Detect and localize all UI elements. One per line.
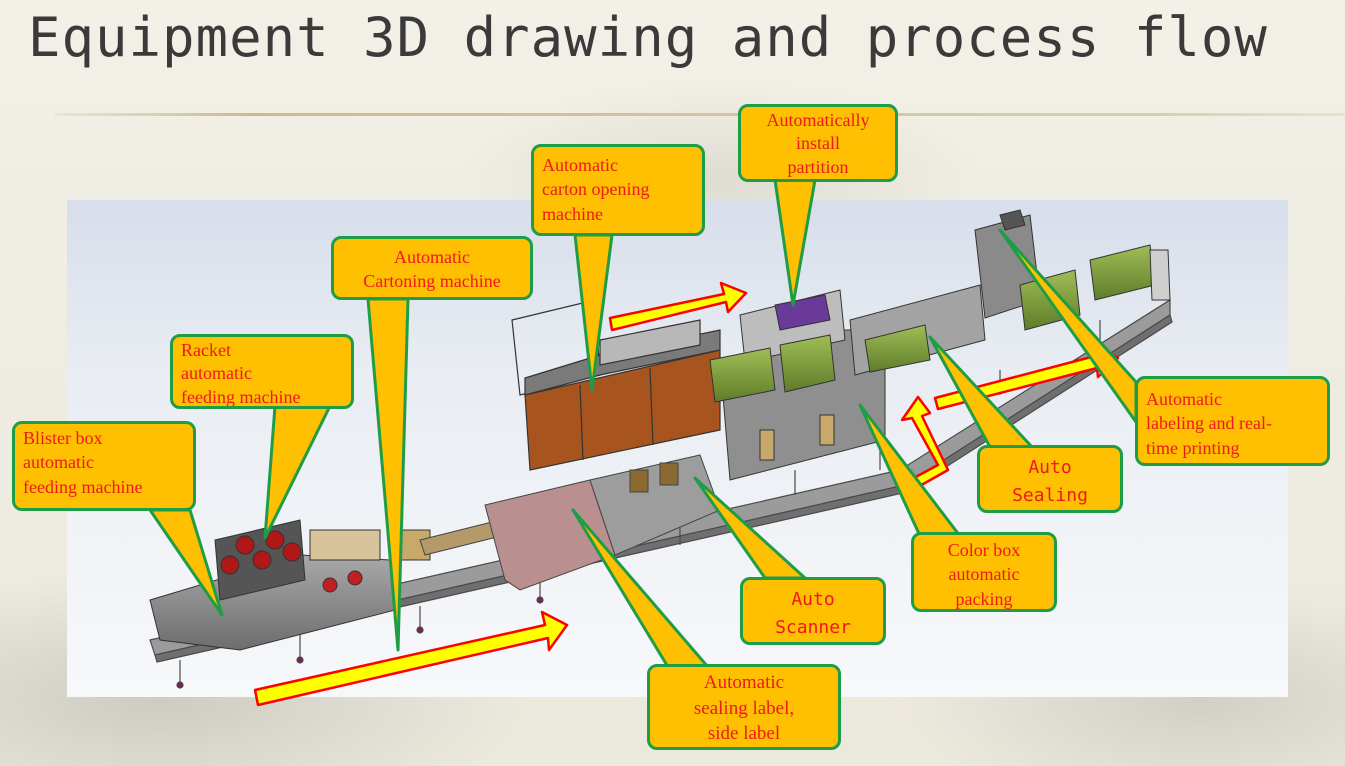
- callout-sealing-label: Automatic sealing label, side label: [647, 664, 841, 750]
- callout-racket-feeding: Racket automatic feeding machine: [170, 334, 354, 409]
- page-title: Equipment 3D drawing and process flow: [28, 6, 1268, 69]
- callout-auto-scanner-text: Auto Scanner: [775, 589, 851, 638]
- callout-labeling-text: Automatic labeling and real- time printi…: [1146, 389, 1272, 458]
- callout-carton-opening: Automatic carton opening machine: [531, 144, 705, 236]
- callout-racket-text: Racket automatic feeding machine: [181, 340, 301, 407]
- flow-arrow-2: [608, 281, 748, 332]
- pointer-partition: [773, 178, 817, 307]
- callout-cartoning-text: Automatic Cartoning machine: [363, 247, 501, 292]
- feeding-station: [149, 519, 431, 651]
- callout-auto-scanner: Auto Scanner: [740, 577, 886, 645]
- sealing-labeling-station: [849, 209, 1171, 376]
- callout-sealing-label-text: Automatic sealing label, side label: [693, 672, 795, 745]
- callout-partition-text: Automatically install partition: [766, 110, 870, 177]
- callout-auto-sealing-text: Auto Sealing: [1012, 457, 1088, 506]
- callout-automatic-cartoning: Automatic Cartoning machine: [331, 236, 533, 300]
- callout-carton-opening-text: Automatic carton opening machine: [542, 155, 650, 224]
- callout-labeling-printing: Automatic labeling and real- time printi…: [1135, 376, 1330, 466]
- callout-install-partition: Automatically install partition: [738, 104, 898, 182]
- flow-arrow-3: [895, 395, 950, 498]
- callout-color-box-text: Color box automatic packing: [947, 540, 1021, 609]
- title-divider: [55, 113, 1345, 116]
- flow-arrow-1: [253, 610, 569, 707]
- cartoning-machine: [511, 299, 721, 471]
- pointer-auto-sealing: [928, 335, 1034, 449]
- callout-blister-box-text: Blister box automatic feeding machine: [23, 428, 143, 497]
- packing-station: [709, 289, 886, 481]
- callout-color-box-packing: Color box automatic packing: [911, 532, 1057, 612]
- callout-blister-box-feeding: Blister box automatic feeding machine: [12, 421, 196, 511]
- mid-conveyor: [419, 454, 721, 591]
- callout-auto-sealing: Auto Sealing: [977, 445, 1123, 513]
- pointer-racket: [263, 404, 332, 540]
